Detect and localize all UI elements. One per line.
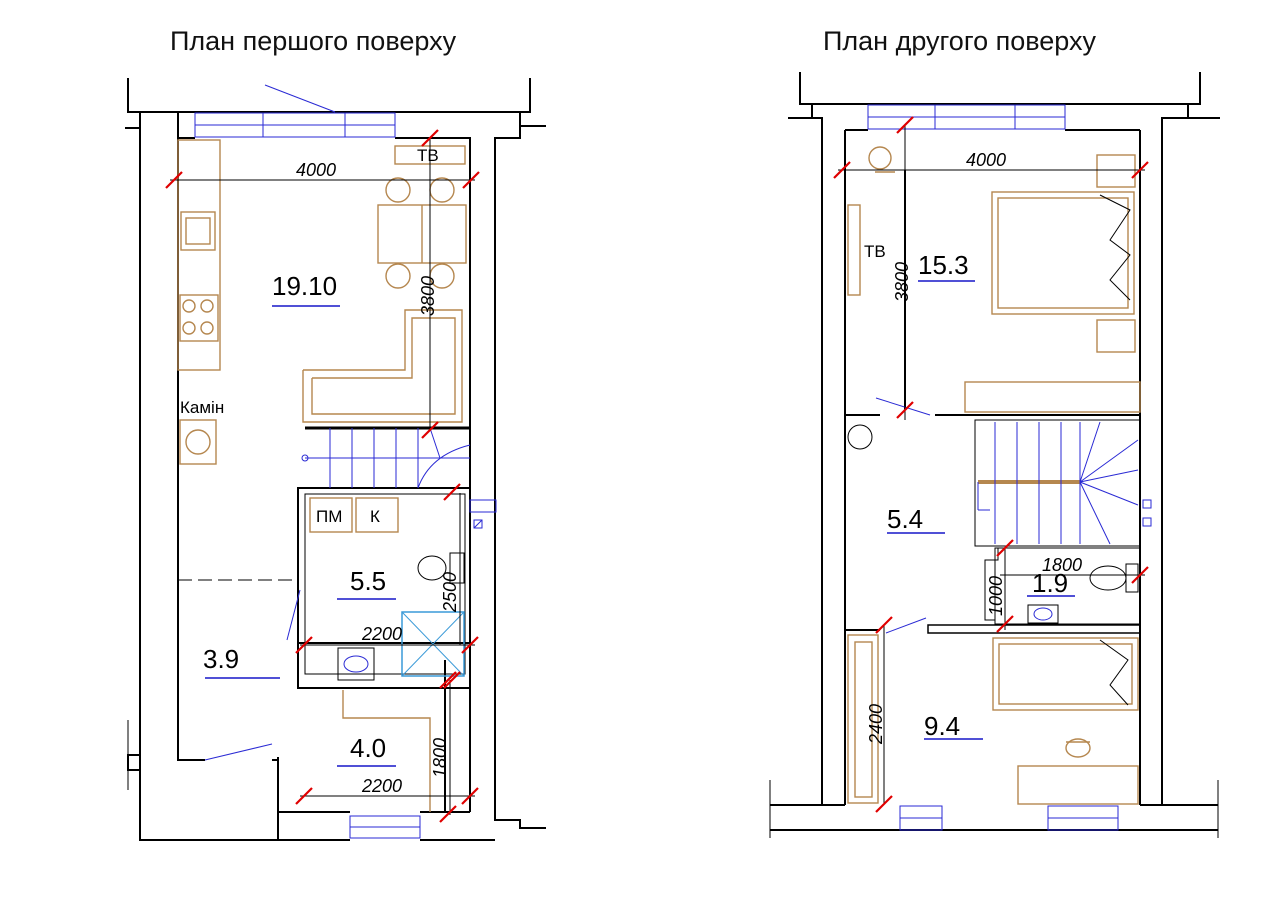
room-area-bathroom-1: 5.5: [350, 566, 386, 596]
second-floor-dimension-lines: [833, 116, 1149, 813]
sofa: [302, 309, 463, 423]
dim-height-lower-1: 1800: [430, 738, 450, 778]
second-floor-plan: 4000 3800 1800 1000 2400 ТВ 15.3 5.4 1.9…: [769, 72, 1220, 838]
second-floor-window-bottom: [899, 805, 1119, 831]
room-area-bedroom-upper: 15.3: [918, 250, 969, 280]
dim-width-lower-1: 2200: [361, 776, 402, 796]
first-floor-plan: 4000 3800 2500 2200 1800 2200 ТВ Камін П…: [125, 78, 546, 841]
tv-label-1: ТВ: [417, 146, 439, 165]
room-area-hall-2: 5.4: [887, 504, 923, 534]
dim-width-top-2: 4000: [966, 150, 1006, 170]
kitchen-furniture: [177, 139, 221, 465]
washer-label: ПМ: [316, 507, 342, 526]
dim-height-lower-2: 2400: [866, 704, 886, 745]
dim-width-bath-1: 2200: [361, 624, 402, 644]
boiler-label: К: [370, 507, 380, 526]
fireplace-label: Камін: [180, 398, 224, 417]
dim-width-wc-2: 1800: [1042, 555, 1082, 575]
dim-width-top-1: 4000: [296, 160, 336, 180]
room-area-entry: 4.0: [350, 733, 386, 763]
bedroom-upper-furniture: [847, 146, 1141, 450]
room-area-hall-1: 3.9: [203, 644, 239, 674]
first-floor-stairs: [301, 427, 497, 529]
dining-table: [377, 145, 467, 289]
dim-height-bedroom-2: 3800: [892, 262, 912, 302]
second-floor-walls: [769, 72, 1220, 838]
second-floor-title: План другого поверху: [823, 26, 1097, 56]
room-area-living: 19.10: [272, 271, 337, 301]
first-floor-title: План першого поверху: [170, 26, 457, 56]
dim-height-living-1: 3800: [418, 276, 438, 316]
tv-label-2: ТВ: [864, 242, 886, 261]
first-floor-bathroom-fixtures: [309, 497, 465, 681]
bedroom-lower-furniture: [847, 634, 1139, 805]
dim-height-bath-1: 2500: [440, 572, 460, 613]
first-floor-window-top: [194, 84, 396, 138]
second-floor-stairs: [977, 421, 1152, 545]
first-floor-partitions: [178, 579, 431, 812]
first-floor-walls: [125, 78, 546, 841]
room-area-bedroom-lower: 9.4: [924, 711, 960, 741]
second-floor-window-top: [867, 104, 1066, 130]
first-floor-dimension-lines: [165, 129, 480, 823]
dim-height-wc-2: 1000: [986, 576, 1006, 616]
room-area-wc-2: 1.9: [1032, 568, 1068, 598]
second-floor-wc-fixtures: [885, 548, 1139, 634]
first-floor-window-bottom: [349, 815, 421, 839]
